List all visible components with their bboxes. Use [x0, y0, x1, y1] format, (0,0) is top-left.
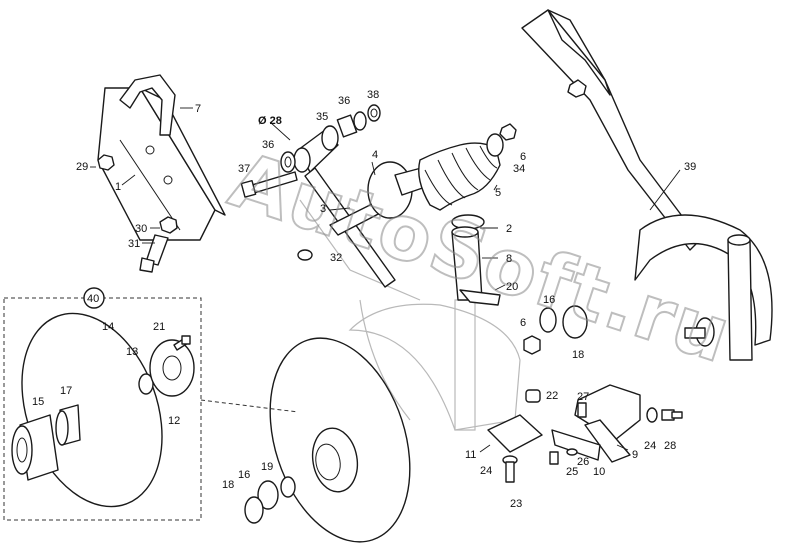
callout-13: 13	[126, 346, 138, 358]
plate-part-11	[487, 414, 543, 453]
callout-34: 34	[513, 163, 525, 175]
washer-part-26	[566, 448, 578, 456]
diameter-note: Ø 28	[258, 115, 282, 127]
callout-36a: 36	[338, 95, 350, 107]
u-bolt-part-7	[119, 74, 176, 136]
nut-part-29	[97, 154, 115, 171]
callout-8: 8	[506, 253, 512, 265]
callout-38: 38	[367, 89, 379, 101]
bolt-part-27	[577, 402, 587, 418]
bolt-part-31	[139, 234, 169, 273]
group-leader	[200, 399, 299, 413]
washer-part-16	[539, 307, 557, 333]
disc-right	[269, 337, 411, 543]
scraper-part-10	[551, 429, 601, 461]
flange-part-12	[149, 339, 195, 397]
bolt-part-21	[173, 335, 191, 351]
callout-20: 20	[506, 281, 518, 293]
hub-part-15	[11, 414, 59, 481]
callout-1: 1	[115, 181, 121, 193]
ring-part-18-right	[562, 305, 588, 339]
rod-part-3	[297, 167, 396, 288]
bushing-part-22	[525, 389, 541, 403]
callout-10: 10	[593, 466, 605, 478]
callout-5: 5	[495, 187, 501, 199]
callout-9: 9	[632, 449, 638, 461]
spring-part-5	[418, 142, 501, 211]
spacer-part-17	[55, 404, 81, 446]
washer-part-34	[486, 133, 504, 157]
callout-25: 25	[566, 466, 578, 478]
callout-17: 17	[60, 385, 72, 397]
callout-3: 3	[320, 203, 326, 215]
callout-2: 2	[506, 223, 512, 235]
bearing-part-19	[280, 476, 296, 498]
callout-37: 37	[238, 163, 250, 175]
callout-labels: 1 2 3 4 5 6 6 7 8 9 10 11 12 13 14 15 16…	[32, 89, 696, 510]
nut-part-38	[367, 104, 381, 122]
bolt-part-23	[505, 461, 515, 483]
washer-part-16-lower	[257, 480, 279, 510]
callout-16a: 16	[543, 294, 555, 306]
callout-32: 32	[330, 252, 342, 264]
callout-31: 31	[128, 238, 140, 250]
nut-part-30	[159, 216, 178, 234]
callout-22: 22	[546, 390, 558, 402]
tube-part-8	[451, 226, 483, 301]
callout-27: 27	[577, 391, 589, 403]
clip-part-20	[459, 289, 501, 306]
nut-part-6-right	[523, 335, 541, 355]
callout-35: 35	[316, 111, 328, 123]
group-label: 40	[87, 293, 99, 305]
callout-24a: 24	[480, 465, 492, 477]
callout-12: 12	[168, 415, 180, 427]
bolt-part-37	[240, 171, 298, 198]
group-label-circle	[83, 287, 105, 309]
callout-7: 7	[195, 103, 201, 115]
bolt-part-28	[661, 409, 683, 421]
arm-part-39	[521, 9, 773, 361]
callout-16b: 16	[238, 469, 250, 481]
bushing-part-36-left	[280, 151, 296, 173]
callout-29: 29	[76, 161, 88, 173]
ring-part-18-lower	[244, 496, 264, 524]
leader-lines	[90, 107, 681, 453]
callout-11: 11	[465, 449, 476, 461]
callout-36b: 36	[262, 139, 274, 151]
nut-part-6-top	[499, 123, 517, 141]
callout-39: 39	[684, 161, 696, 173]
callout-24b: 24	[644, 440, 656, 452]
callout-18a: 18	[572, 349, 584, 361]
callout-6a: 6	[520, 151, 526, 163]
callout-19: 19	[261, 461, 273, 473]
callout-6b: 6	[520, 317, 526, 329]
pivot-part-35	[293, 125, 339, 173]
callout-4: 4	[372, 149, 378, 161]
callout-18b: 18	[222, 479, 234, 491]
callout-14: 14	[102, 321, 114, 333]
callout-26: 26	[577, 456, 589, 468]
callout-28: 28	[664, 440, 676, 452]
washer-part-24-right	[646, 407, 658, 423]
bracket-part-9	[574, 384, 641, 463]
callout-21: 21	[153, 321, 165, 333]
bolt-part-25	[549, 451, 559, 465]
ring-part-13	[138, 373, 154, 395]
callout-30: 30	[135, 223, 147, 235]
callout-15: 15	[32, 396, 44, 408]
callout-23: 23	[510, 498, 522, 510]
bushing-part-36-top	[336, 111, 367, 138]
